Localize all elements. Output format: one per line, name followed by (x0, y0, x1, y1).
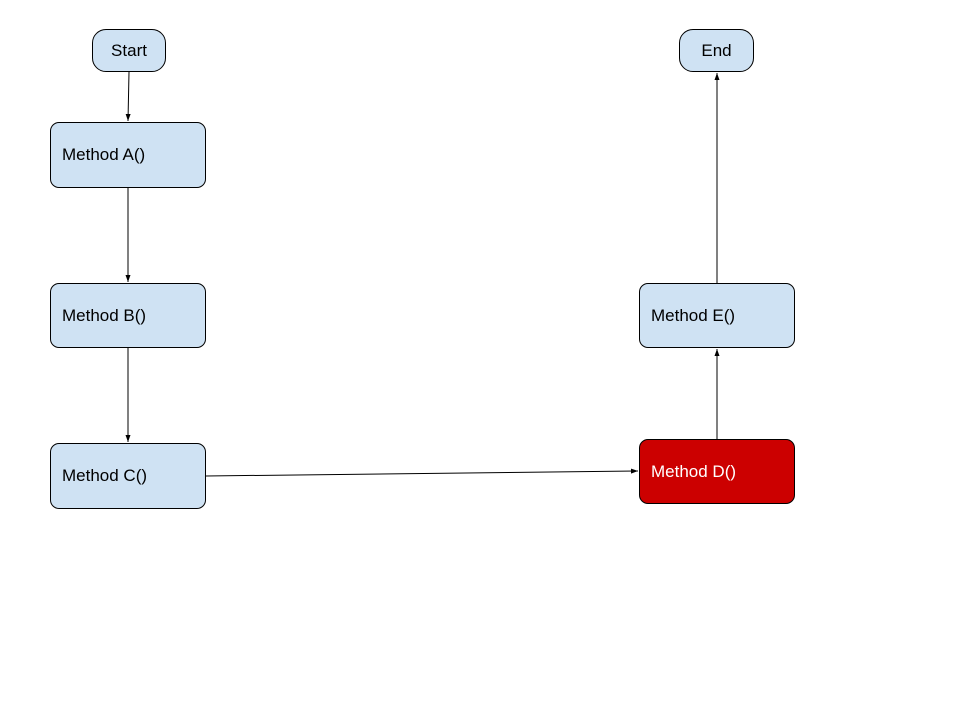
method-c-node-label: Method C() (62, 466, 148, 485)
end-node[interactable]: End (679, 29, 754, 72)
start-node-label: Start (111, 40, 147, 60)
method-d-node-label: Method D() (651, 461, 737, 481)
method-c-node[interactable]: Method C() (50, 443, 206, 509)
method-a-node-label: Method A() (62, 145, 146, 164)
end-node-label: End (701, 40, 732, 60)
method-e-node-label: Method E() (651, 305, 736, 325)
method-e-node[interactable]: Method E() (639, 283, 795, 348)
method-a-node[interactable]: Method A() (50, 122, 206, 188)
edge-start-to-method-a (125, 71, 131, 122)
edge-method-c-to-method-d (205, 468, 639, 477)
start-node[interactable]: Start (92, 29, 166, 72)
method-b-node[interactable]: Method B() (50, 283, 206, 348)
method-b-node-label: Method B() (62, 305, 147, 325)
method-d-node[interactable]: Method D() (639, 439, 795, 504)
